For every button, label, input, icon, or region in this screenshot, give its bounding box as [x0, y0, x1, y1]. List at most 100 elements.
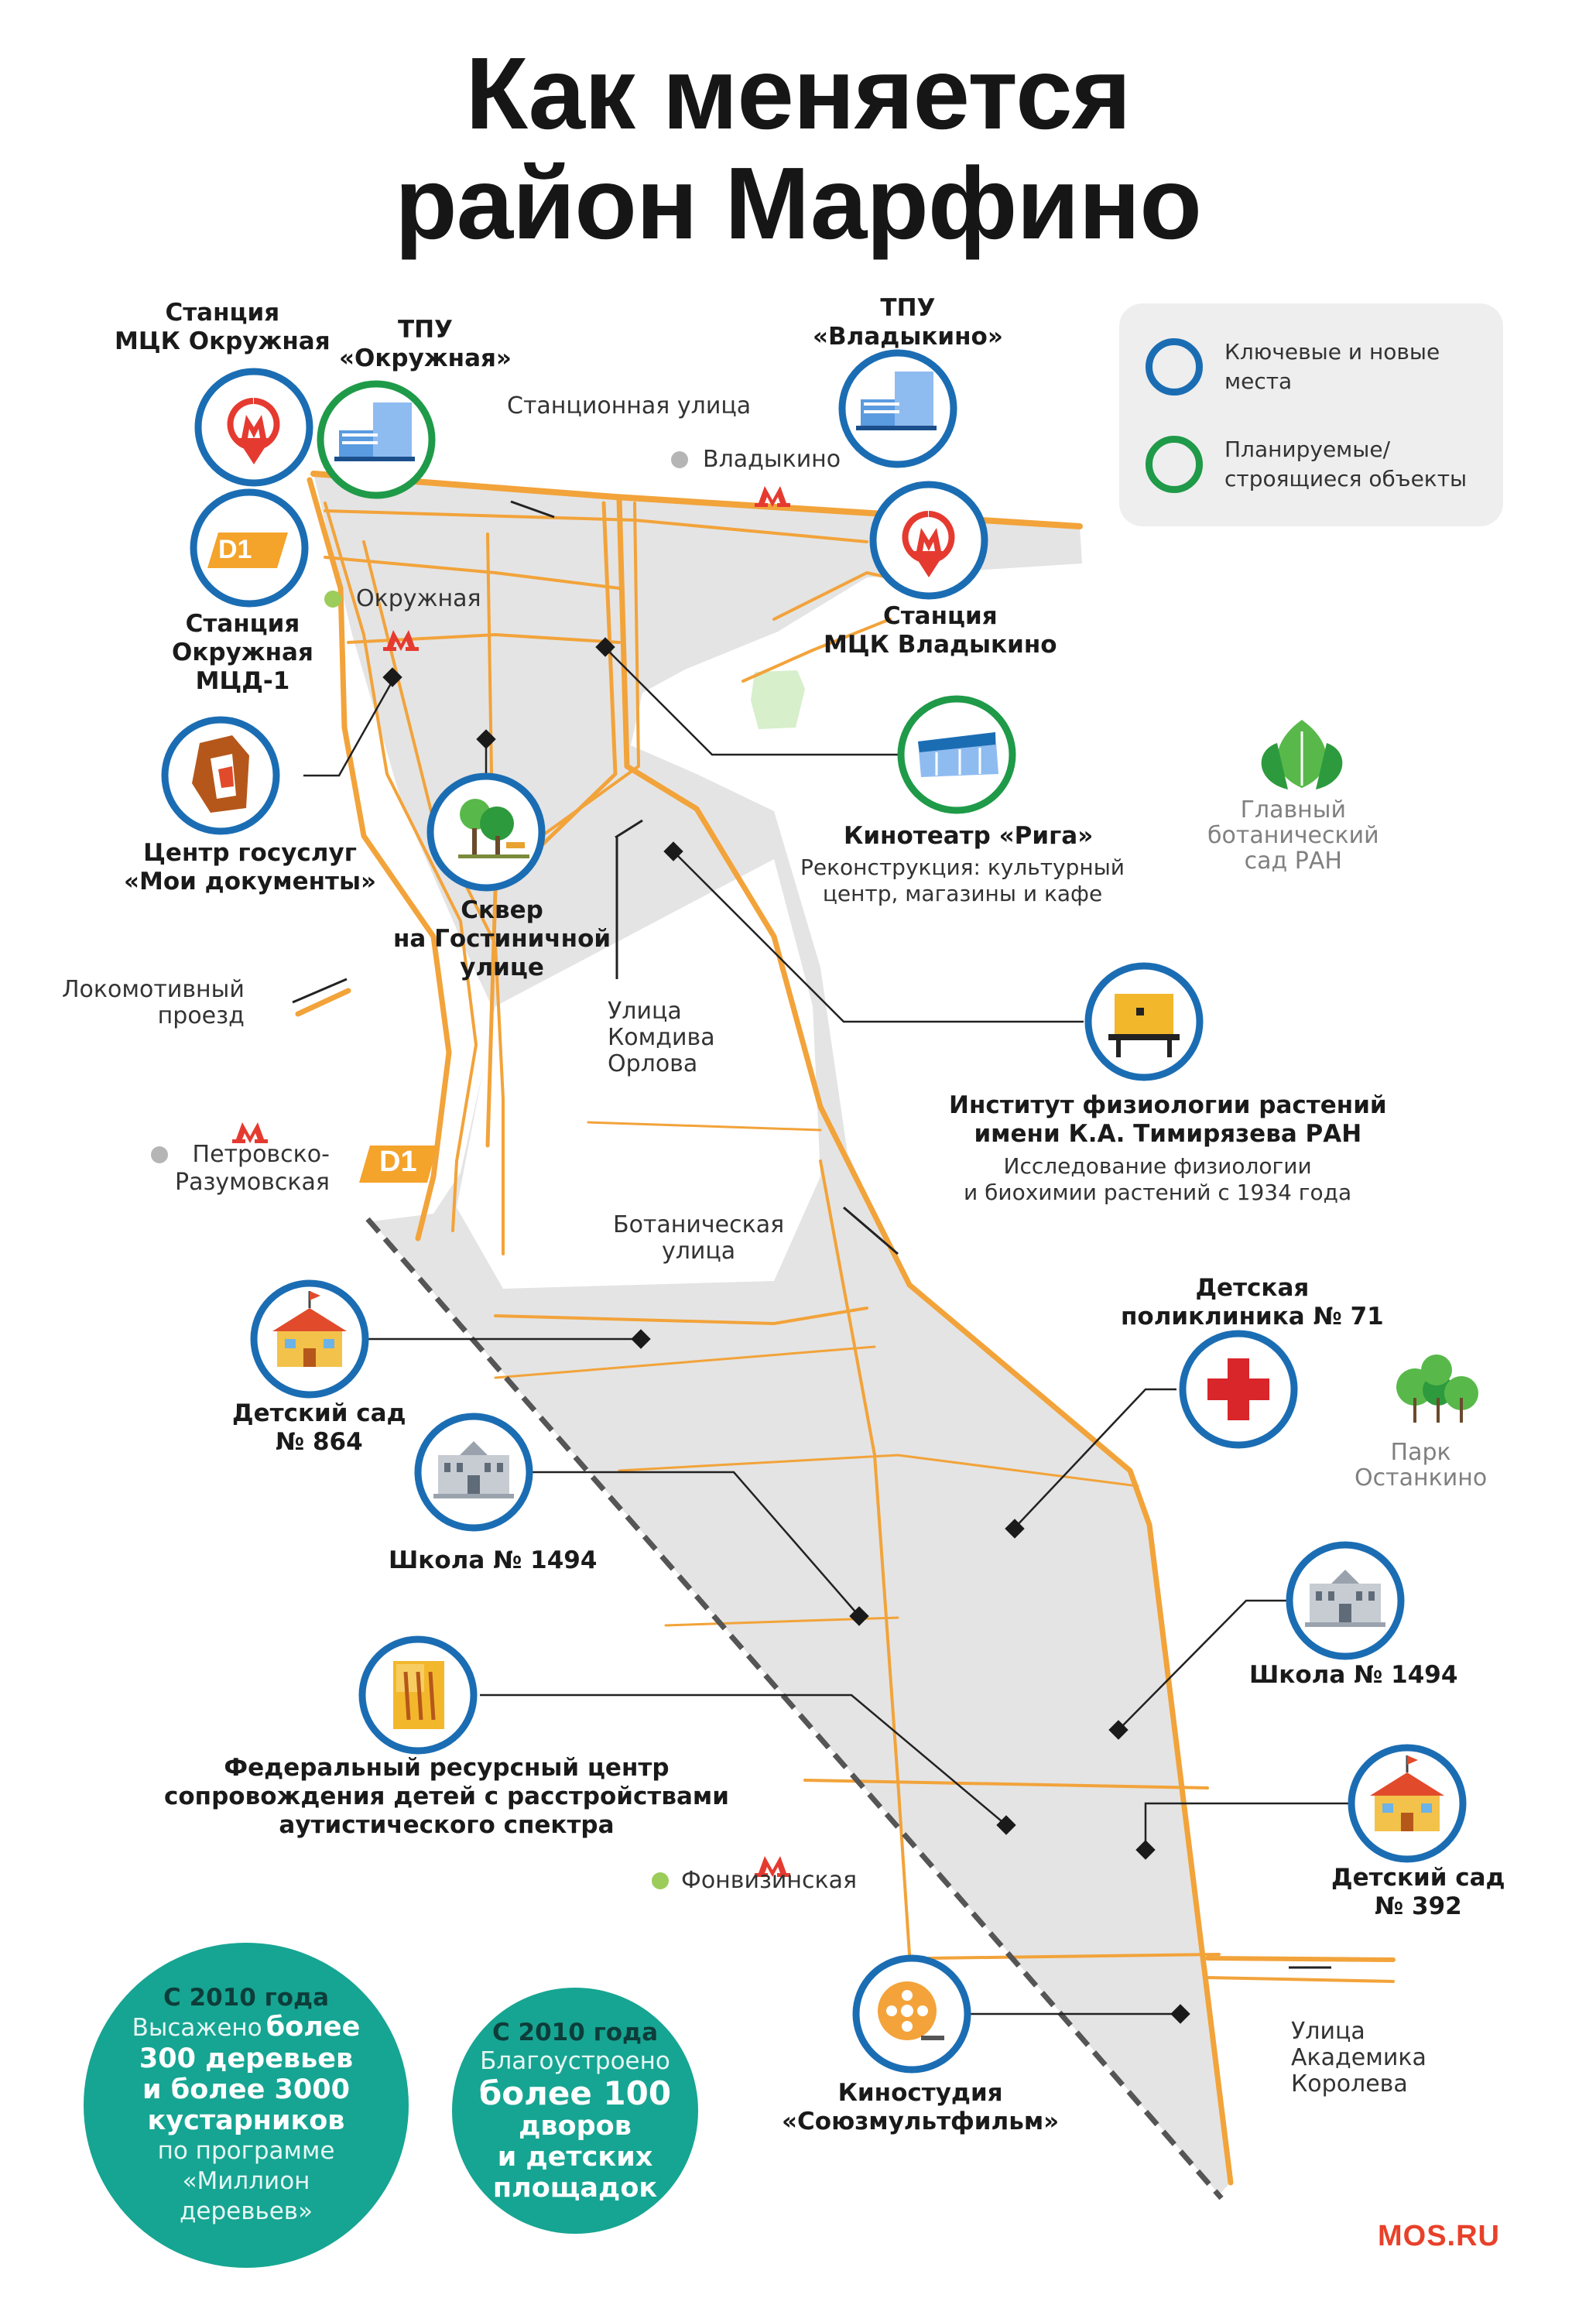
- station-dot-vladykino: [671, 451, 688, 468]
- place-institute: [1084, 962, 1204, 1081]
- metro-icon-okruzhnaya: [383, 630, 419, 651]
- leader-institute: [673, 851, 1084, 1023]
- d1-badge-icon-label: D1: [218, 535, 252, 564]
- road-east-exit-2: [1206, 1976, 1395, 1983]
- railway-line: [365, 1217, 1224, 2200]
- ostankino-park-label: Парк Останкино: [1355, 1439, 1488, 1491]
- leader-school1: [533, 1471, 860, 1617]
- place-kindergarten864: [250, 1279, 369, 1399]
- road-ne-3: [324, 556, 621, 590]
- road-west-inner: [324, 502, 478, 1232]
- place-gosuslugi: [161, 716, 280, 835]
- marker-okruzhnaya-m: [382, 667, 402, 687]
- d1-badge-map-label: D1: [379, 1146, 417, 1178]
- label-tpu-vladykino: ТПУ «Владыкино»: [813, 294, 1003, 351]
- label-soyuzmult: Киностудия «Союзмультфильм»: [782, 2079, 1060, 2135]
- road-lokomotiv: [295, 988, 351, 1017]
- road-central: [485, 501, 618, 1148]
- tick-komdiva: [615, 819, 643, 839]
- road-main-diagonal: [616, 496, 1234, 2186]
- leader-k392: [1144, 1802, 1351, 1850]
- brand-logo[interactable]: MOS.RU: [1378, 2220, 1500, 2252]
- place-kindergarten392: [1348, 1744, 1467, 1863]
- place-riga: [897, 695, 1016, 814]
- place-mck-vladykino: [869, 481, 988, 600]
- street-komdiva: Улица Комдива Орлова: [608, 998, 715, 1077]
- street-botanicheskaya: Ботаническая улица: [613, 1211, 785, 1265]
- road-central-2: [540, 502, 640, 837]
- label-kindergarten392: Детский сад № 392: [1331, 1864, 1505, 1920]
- label-mck-vladykino: Станция МЦК Владыкино: [824, 602, 1057, 659]
- label-skver: Сквер на Гостиничной улице: [393, 896, 611, 981]
- road-west-outer: [307, 477, 452, 1241]
- legend-ring-key: [1146, 338, 1203, 396]
- tick-lokomotiv: [292, 978, 348, 1004]
- road-cross-1: [494, 1307, 868, 1325]
- place-mck-okruzhnaya: [194, 368, 313, 487]
- road-cross-6: [927, 1953, 1221, 1960]
- road-sw: [587, 1121, 822, 1132]
- metro-icon-vladykino: [755, 486, 790, 507]
- legend-row-planned: Планируемые/ строящиеся объекты: [1146, 435, 1480, 494]
- metro-icon-petrovsko: [232, 1122, 268, 1143]
- road-ne-2: [741, 618, 892, 683]
- leader-gosuslugi: [303, 679, 395, 777]
- station-dot-fonvizinskaya: [652, 1872, 669, 1889]
- label-polyclinic: Детская поликлиника № 71: [1121, 1274, 1384, 1331]
- marker-skver: [476, 729, 496, 749]
- leader-resource: [480, 1694, 1007, 1826]
- d1-badge-map: [359, 1146, 437, 1183]
- place-tpu-okruzhnaya: [317, 380, 436, 499]
- leader-polyclinic: [1013, 1388, 1176, 1529]
- street-stantsionnaya: Станционная улица: [507, 392, 752, 420]
- metro-icon-fonvizinskaya: [755, 1856, 790, 1877]
- ostankino-park-icon: [1396, 1354, 1478, 1423]
- district-area: [313, 474, 1231, 2194]
- road-cross-5: [803, 1779, 1209, 1789]
- road-east-exit: [1205, 1956, 1396, 1962]
- park-patch: [751, 670, 805, 729]
- place-polyclinic: [1179, 1330, 1298, 1449]
- road-cross-2: [494, 1345, 876, 1379]
- label-school2: Школа № 1494: [1249, 1661, 1458, 1689]
- station-dot-petrovsko: [151, 1146, 168, 1163]
- station-dot-okruzhnaya: [324, 591, 341, 608]
- place-tpu-vladykino: [838, 349, 957, 468]
- station-okruzhnaya: Окружная: [356, 585, 481, 612]
- label-institute: Институт физиологии растений имени К.А. …: [949, 1091, 1387, 1148]
- district-gap: [457, 859, 820, 1289]
- station-vladykino: Владыкино: [703, 446, 841, 473]
- label-mck-okruzhnaya: Станция МЦК Окружная: [115, 299, 331, 355]
- leader-school2: [1118, 1599, 1288, 1731]
- label-resource-center: Федеральный ресурсный центр сопровождени…: [164, 1754, 729, 1839]
- label-gosuslugi: Центр госуслуг «Мои документы»: [124, 839, 377, 896]
- stat-bubble-trees: С 2010 года Высажено более 300 деревьев …: [84, 1943, 409, 2268]
- legend-planned-label: Планируемые/ строящиеся объекты: [1224, 437, 1468, 491]
- botanic-garden-label: Главный ботанический сад РАН: [1207, 796, 1379, 875]
- place-resource-center: [358, 1635, 478, 1755]
- street-lokomotivny: Локомотивный проезд: [62, 976, 245, 1029]
- label-mcd1: Станция Окружная МЦД-1: [172, 610, 313, 695]
- road-cross-3: [618, 1454, 1139, 1488]
- tick-botanicheskaya: [843, 1206, 899, 1255]
- legend-ring-planned: [1146, 436, 1203, 493]
- sub-riga: Реконструкция: культурный центр, магазин…: [800, 854, 1125, 906]
- label-kindergarten864: Детский сад № 864: [232, 1399, 406, 1456]
- label-school1: Школа № 1494: [389, 1546, 598, 1574]
- tick-stantsionnaya: [510, 500, 555, 519]
- place-skver: [426, 772, 546, 892]
- label-tpu-okruzhnaya: ТПУ «Окружная»: [339, 316, 512, 372]
- station-petrovsko: Петровско- Разумовская: [175, 1141, 330, 1196]
- street-koroleva: Улица Академика Королева: [1291, 2018, 1426, 2098]
- legend: Ключевые и новые места Планируемые/ стро…: [1119, 303, 1503, 526]
- place-mcd1: [190, 488, 309, 608]
- botanic-garden-icon: [1261, 720, 1343, 789]
- stat-bubble-yards: С 2010 года Благоустроено более 100 двор…: [452, 1988, 698, 2234]
- place-soyuzmult: [852, 1954, 971, 2074]
- page-title: Как меняется район Марфино: [395, 36, 1202, 260]
- station-fonvizinskaya: Фонвизинская: [681, 1867, 858, 1894]
- leader-riga: [603, 646, 898, 756]
- sub-institute: Исследование физиологии и биохимии расте…: [964, 1153, 1352, 1205]
- place-school1: [414, 1413, 533, 1532]
